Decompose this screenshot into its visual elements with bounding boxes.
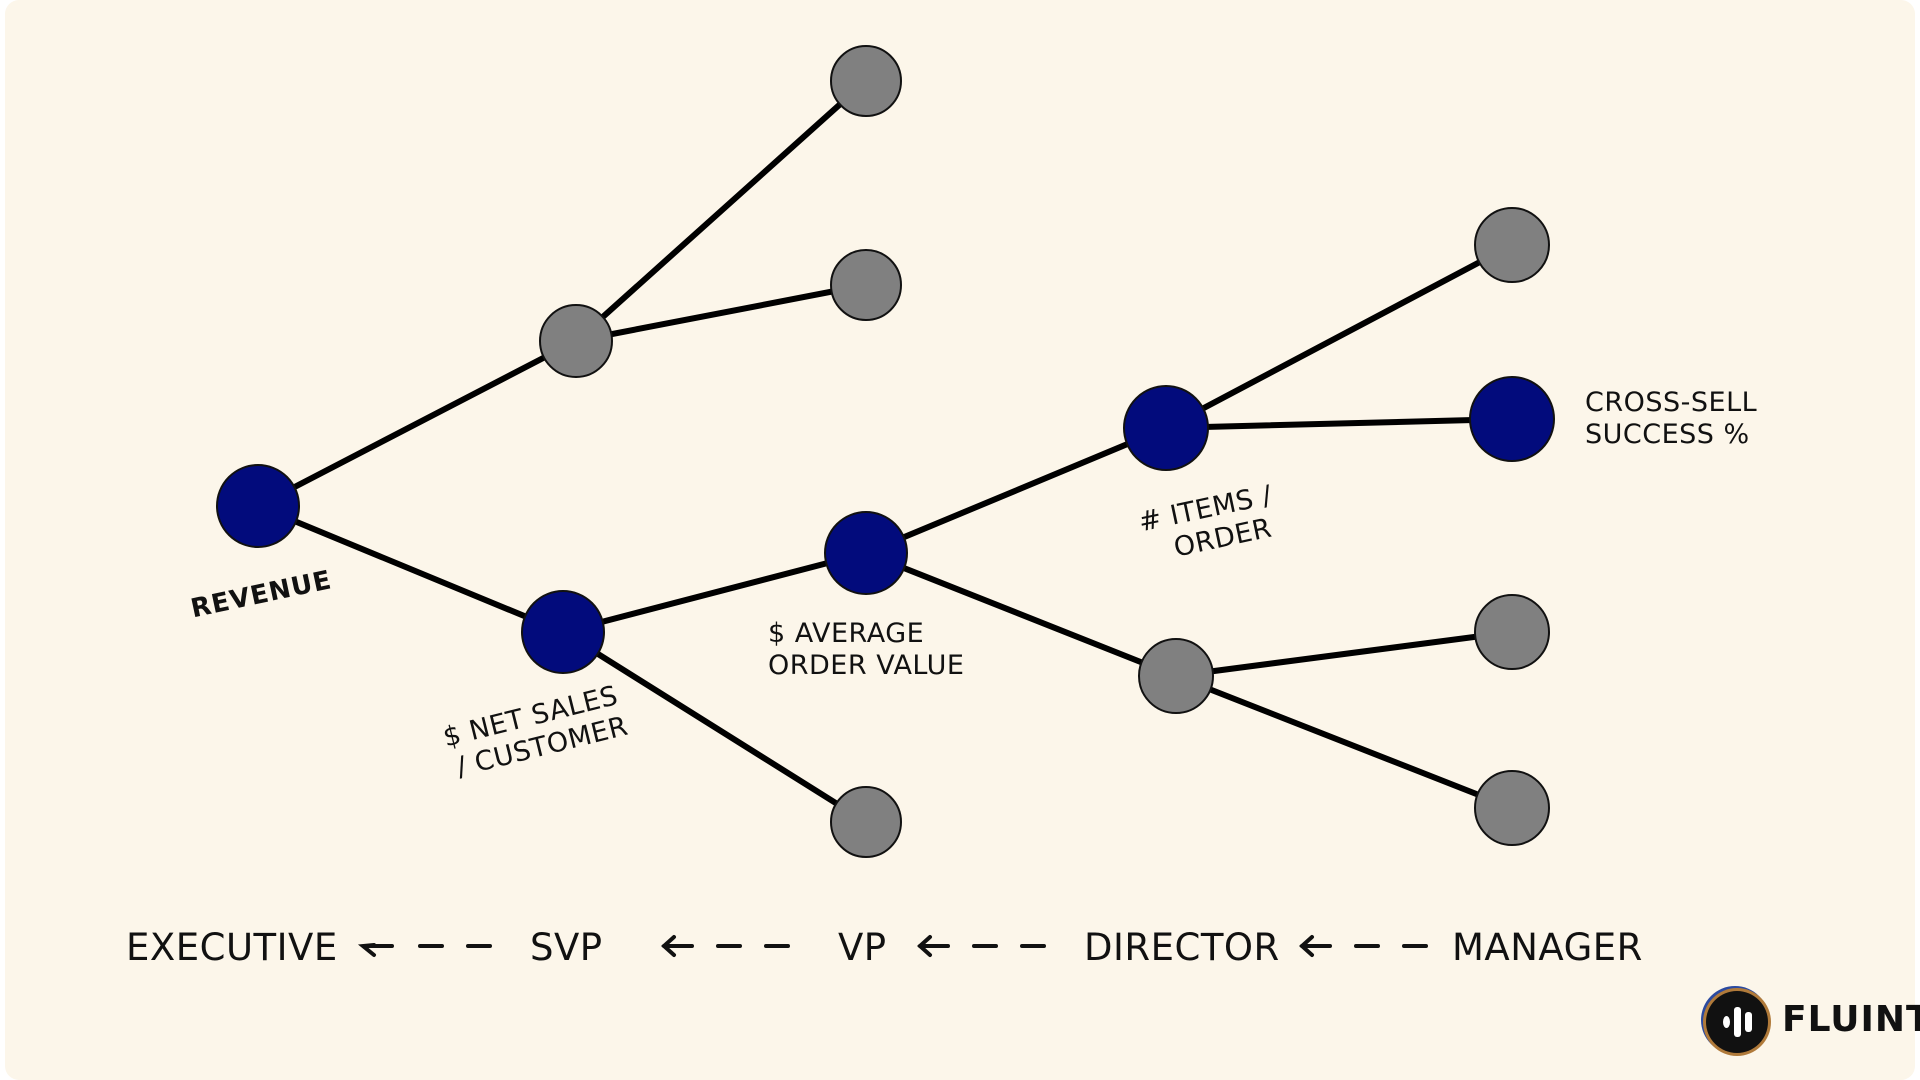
diagram-canvas xyxy=(5,0,1915,1080)
edge-upper-to-top-leaf xyxy=(573,78,869,344)
label-average-order-value: $ AVERAGE ORDER VALUE xyxy=(768,618,964,682)
tree-nodes xyxy=(216,45,1555,858)
edge-items-to-top-right-leaf xyxy=(1163,242,1515,431)
node-net-sales-per-customer xyxy=(521,590,605,674)
level-manager: MANAGER xyxy=(1452,926,1643,969)
node-top-leaf xyxy=(830,45,902,117)
fluint-wordmark: FLUINT xyxy=(1782,999,1920,1040)
node-upper-branch xyxy=(539,304,613,378)
label-cross-sell-line2: SUCCESS % xyxy=(1585,419,1750,450)
edge-aov-to-lower-mid xyxy=(863,550,1179,679)
edge-net-sales-to-aov xyxy=(560,550,869,635)
label-aov-line2: ORDER VALUE xyxy=(768,650,965,681)
node-mid-leaf xyxy=(830,249,902,321)
arrow-manager-to-director xyxy=(1299,935,1428,957)
edge-upper-to-mid-leaf xyxy=(573,282,869,344)
tree-edges xyxy=(255,78,1515,825)
level-director: DIRECTOR xyxy=(1084,926,1280,969)
fluint-logo-icon xyxy=(1706,991,1768,1053)
edge-revenue-to-net-sales xyxy=(255,503,566,635)
arrow-vp-to-svp xyxy=(661,935,790,957)
arrow-director-to-vp xyxy=(917,935,1046,957)
level-arrows xyxy=(357,935,1428,957)
hierarchy-levels: EXECUTIVE SVP VP DIRECTOR MANAGER xyxy=(0,918,1920,974)
edge-net-sales-to-low-leaf xyxy=(560,629,869,825)
edge-revenue-to-upper xyxy=(255,338,579,509)
node-cross-sell-success xyxy=(1469,376,1555,462)
arrow-svp-to-executive xyxy=(357,943,492,957)
node-average-order-value xyxy=(824,511,908,595)
node-items-per-order xyxy=(1123,385,1209,471)
node-right-leaf-b xyxy=(1474,770,1550,846)
edge-items-to-cross-sell xyxy=(1163,416,1515,431)
level-vp: VP xyxy=(838,926,887,969)
node-lower-mid-branch xyxy=(1138,638,1214,714)
label-aov-line1: $ AVERAGE xyxy=(768,618,925,649)
edge-lower-mid-to-leaf-b xyxy=(1173,673,1515,811)
edge-aov-to-items xyxy=(863,425,1169,556)
node-right-leaf-a xyxy=(1474,594,1550,670)
level-executive: EXECUTIVE xyxy=(126,926,338,969)
node-revenue xyxy=(216,464,300,548)
level-svp: SVP xyxy=(530,926,603,969)
label-cross-sell-line1: CROSS-SELL xyxy=(1585,387,1758,418)
node-top-right-leaf xyxy=(1474,207,1550,283)
label-cross-sell-success: CROSS-SELL SUCCESS % xyxy=(1585,387,1757,451)
edge-lower-mid-to-leaf-a xyxy=(1173,629,1515,679)
node-low-leaf xyxy=(830,786,902,858)
